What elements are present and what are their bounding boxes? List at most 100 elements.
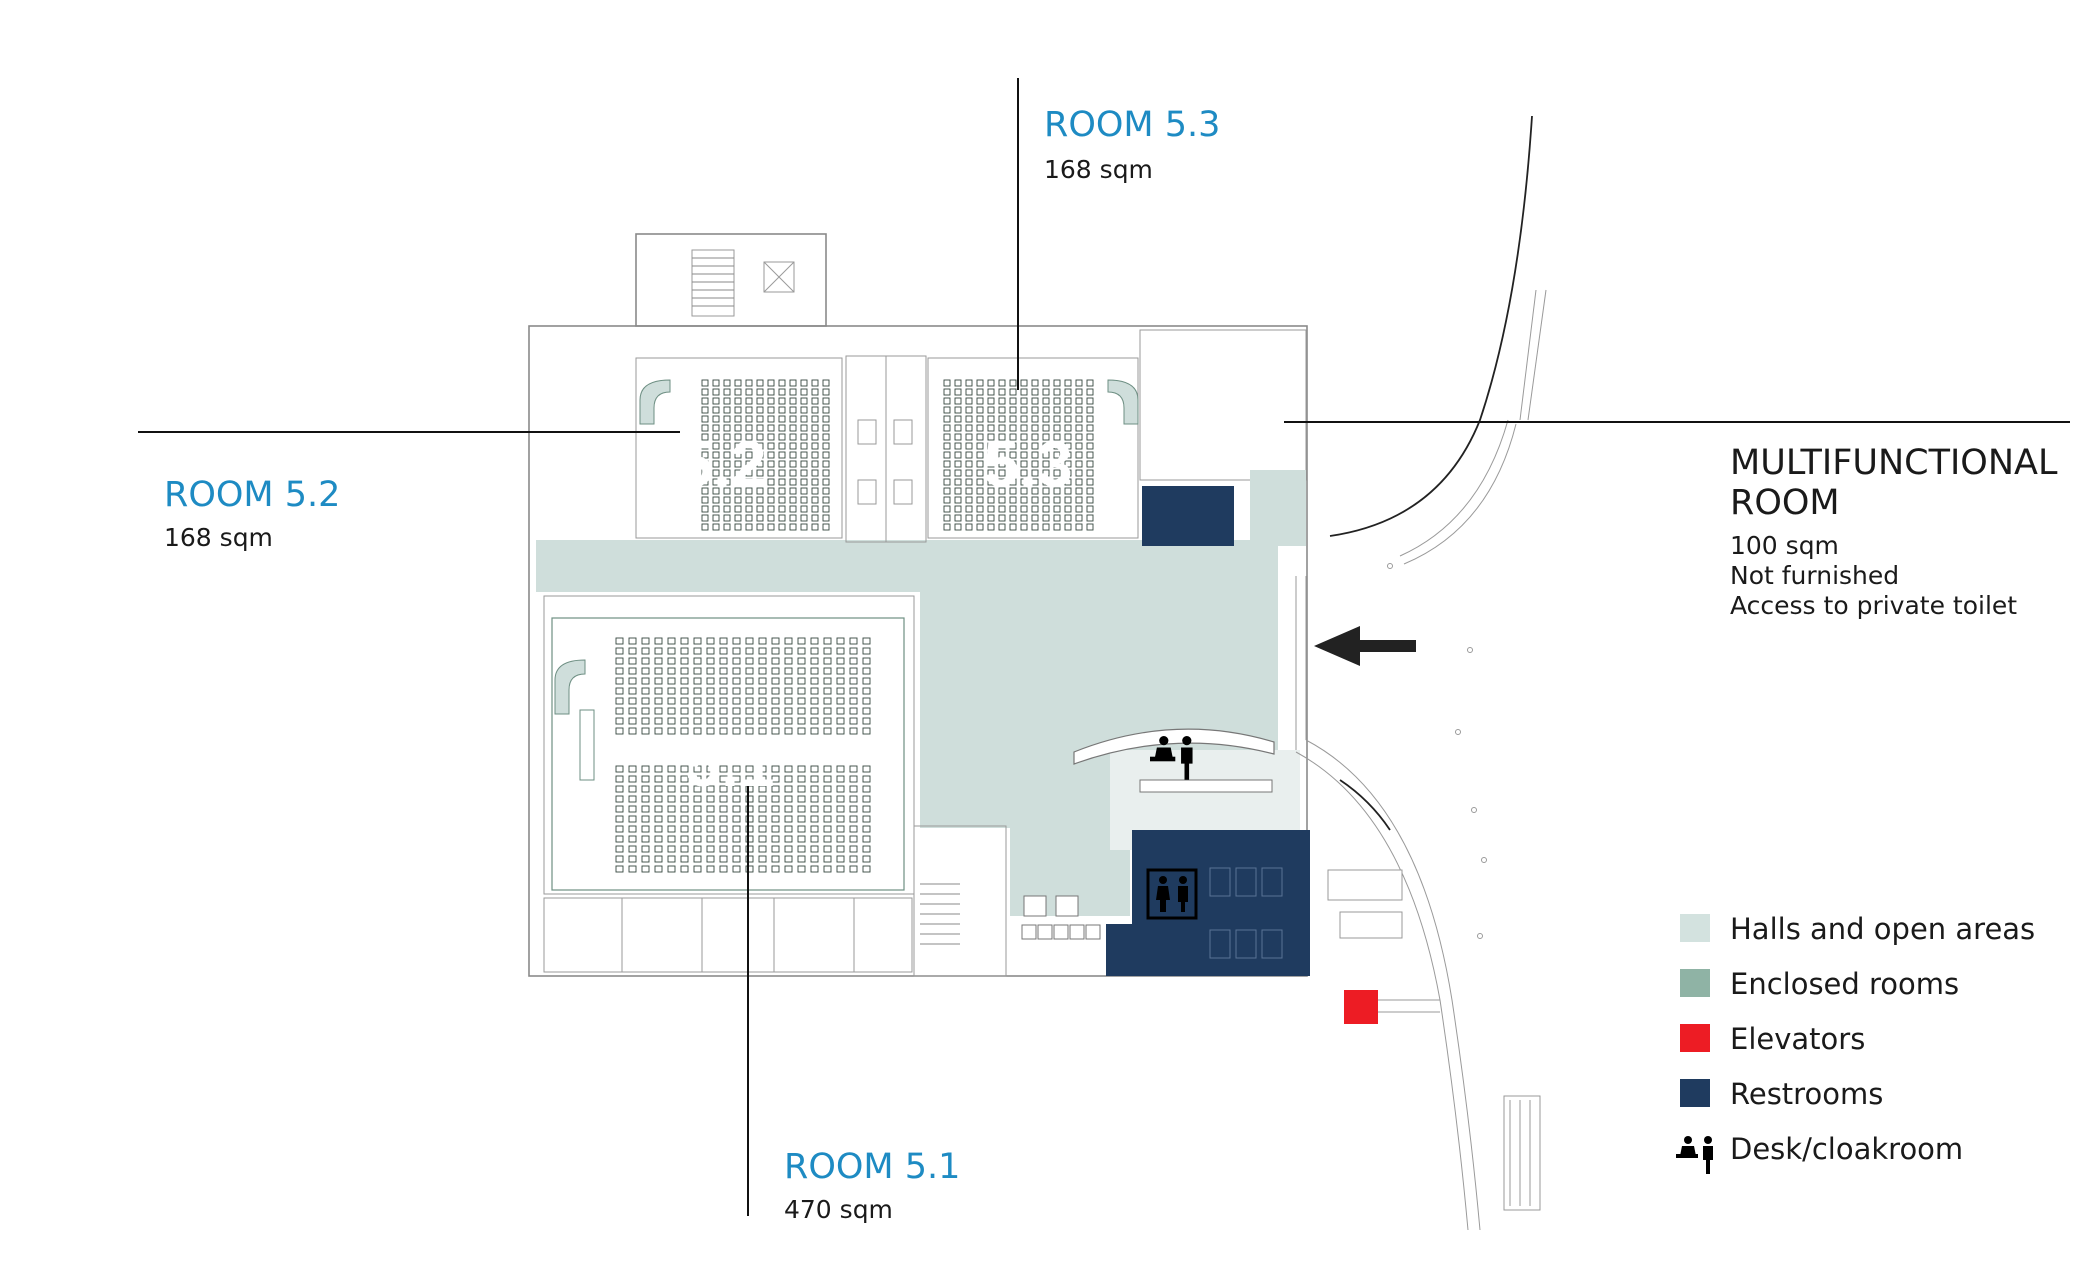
seat: [1064, 460, 1072, 468]
seat: [745, 647, 754, 655]
seat: [943, 415, 951, 423]
seat: [693, 657, 702, 665]
seat: [976, 379, 984, 387]
seat: [998, 505, 1006, 513]
seat: [706, 707, 715, 715]
seat: [712, 397, 720, 405]
seat: [745, 865, 754, 873]
seat: [823, 727, 832, 735]
seat: [628, 727, 637, 735]
seat: [1031, 505, 1039, 513]
seat: [823, 647, 832, 655]
seat: [758, 667, 767, 675]
seat: [965, 397, 973, 405]
seat: [745, 727, 754, 735]
room-5-2-title: ROOM 5.2: [164, 475, 340, 515]
seat: [641, 647, 650, 655]
seat: [823, 775, 832, 783]
seat: [758, 825, 767, 833]
seat: [965, 433, 973, 441]
seat: [943, 406, 951, 414]
seat: [954, 397, 962, 405]
room-5-1-seating: [615, 637, 871, 873]
seat: [954, 469, 962, 477]
seat: [628, 835, 637, 843]
seat: [810, 765, 819, 773]
seat: [693, 687, 702, 695]
seat: [680, 825, 689, 833]
seat: [701, 514, 709, 522]
seat: [954, 442, 962, 450]
seat: [800, 433, 808, 441]
seat: [615, 677, 624, 685]
seat: [680, 647, 689, 655]
seat: [734, 505, 742, 513]
seat: [693, 815, 702, 823]
seat: [706, 765, 715, 773]
seat: [797, 765, 806, 773]
seat: [943, 514, 951, 522]
seat: [745, 667, 754, 675]
seat: [849, 835, 858, 843]
seat: [667, 667, 676, 675]
seat: [822, 496, 830, 504]
seat: [693, 825, 702, 833]
seat: [862, 785, 871, 793]
seat: [1042, 415, 1050, 423]
seat: [615, 855, 624, 863]
seat: [965, 415, 973, 423]
seat: [1031, 442, 1039, 450]
seat: [1020, 460, 1028, 468]
seat: [810, 687, 819, 695]
seat: [701, 451, 709, 459]
seat: [1031, 460, 1039, 468]
seat: [836, 707, 845, 715]
seat: [734, 415, 742, 423]
seat: [654, 667, 663, 675]
seat: [1009, 397, 1017, 405]
seat: [1009, 424, 1017, 432]
seat: [954, 406, 962, 414]
seat: [862, 717, 871, 725]
seat: [667, 707, 676, 715]
seat: [778, 388, 786, 396]
seat: [789, 406, 797, 414]
seat: [784, 785, 793, 793]
seat: [789, 514, 797, 522]
seat: [654, 845, 663, 853]
seat: [771, 785, 780, 793]
seat: [732, 717, 741, 725]
seat: [628, 825, 637, 833]
seat: [810, 717, 819, 725]
seat: [1064, 487, 1072, 495]
seat: [943, 451, 951, 459]
seat: [1031, 496, 1039, 504]
seat: [756, 478, 764, 486]
seat: [723, 424, 731, 432]
seat: [693, 727, 702, 735]
seat: [1020, 523, 1028, 531]
seat: [745, 677, 754, 685]
seat: [784, 667, 793, 675]
seat: [1053, 442, 1061, 450]
seat: [1075, 397, 1083, 405]
seat: [628, 785, 637, 793]
seat: [1053, 433, 1061, 441]
seat: [641, 707, 650, 715]
seat: [641, 825, 650, 833]
seat: [1086, 514, 1094, 522]
seat: [1042, 523, 1050, 531]
seat: [1053, 496, 1061, 504]
seat: [1009, 379, 1017, 387]
seat: [641, 805, 650, 813]
seat: [1042, 388, 1050, 396]
seat: [784, 865, 793, 873]
seat: [706, 687, 715, 695]
seat: [712, 460, 720, 468]
seat: [628, 717, 637, 725]
seat: [712, 433, 720, 441]
seat: [732, 765, 741, 773]
seat: [1053, 523, 1061, 531]
seat: [1064, 451, 1072, 459]
seat: [998, 514, 1006, 522]
